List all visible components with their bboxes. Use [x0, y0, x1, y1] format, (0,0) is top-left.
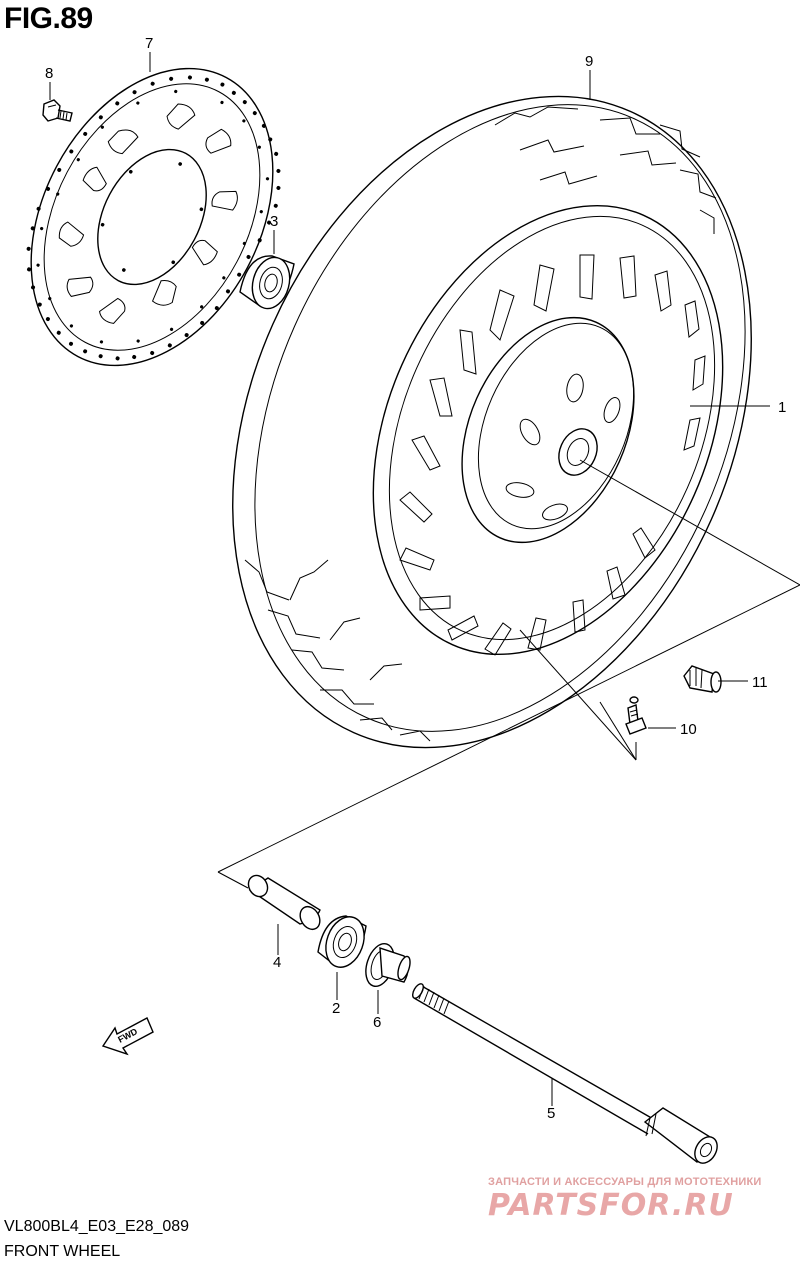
callout-3: 3	[270, 213, 278, 230]
valve-cap[interactable]	[683, 665, 722, 693]
watermark-logo: PARTSFOR.RU	[488, 1188, 734, 1223]
callout-6: 6	[373, 1014, 381, 1031]
axle-collar[interactable]	[361, 940, 413, 990]
callout-2: 2	[332, 1000, 340, 1017]
callout-9: 9	[585, 53, 593, 70]
tire-valve[interactable]	[625, 696, 647, 735]
model-code: VL800BL4_E03_E28_089	[4, 1218, 190, 1235]
wheel-spacer[interactable]	[245, 872, 324, 933]
section-name: FRONT WHEEL	[4, 1243, 121, 1260]
watermark-caption: ЗАПЧАСТИ И АКСЕССУАРЫ ДЛЯ МОТОТЕХНИКИ	[488, 1176, 762, 1188]
callout-4: 4	[273, 954, 281, 971]
callout-8: 8	[45, 65, 53, 82]
wheel-bearing-left[interactable]	[317, 911, 371, 972]
callout-numbers: 1 2 3 4 5 6 7 8 9 10 11	[45, 35, 786, 1122]
callout-1: 1	[778, 399, 786, 416]
callout-5: 5	[547, 1105, 555, 1122]
cast-wheel[interactable]	[306, 150, 790, 710]
callout-7: 7	[145, 35, 153, 52]
front-axle[interactable]	[411, 982, 722, 1167]
wheel-bearing-right[interactable]	[239, 253, 295, 313]
callout-11: 11	[752, 674, 768, 691]
brake-disc[interactable]	[0, 27, 322, 407]
figure-title: FIG.89	[4, 2, 93, 35]
callout-10: 10	[680, 721, 697, 738]
disc-bolt[interactable]	[42, 99, 73, 122]
tire[interactable]	[134, 14, 800, 830]
assembly-guide-lines	[217, 459, 800, 889]
forward-direction-arrow: FWD	[101, 1017, 154, 1056]
callout-leaders	[49, 52, 770, 1106]
